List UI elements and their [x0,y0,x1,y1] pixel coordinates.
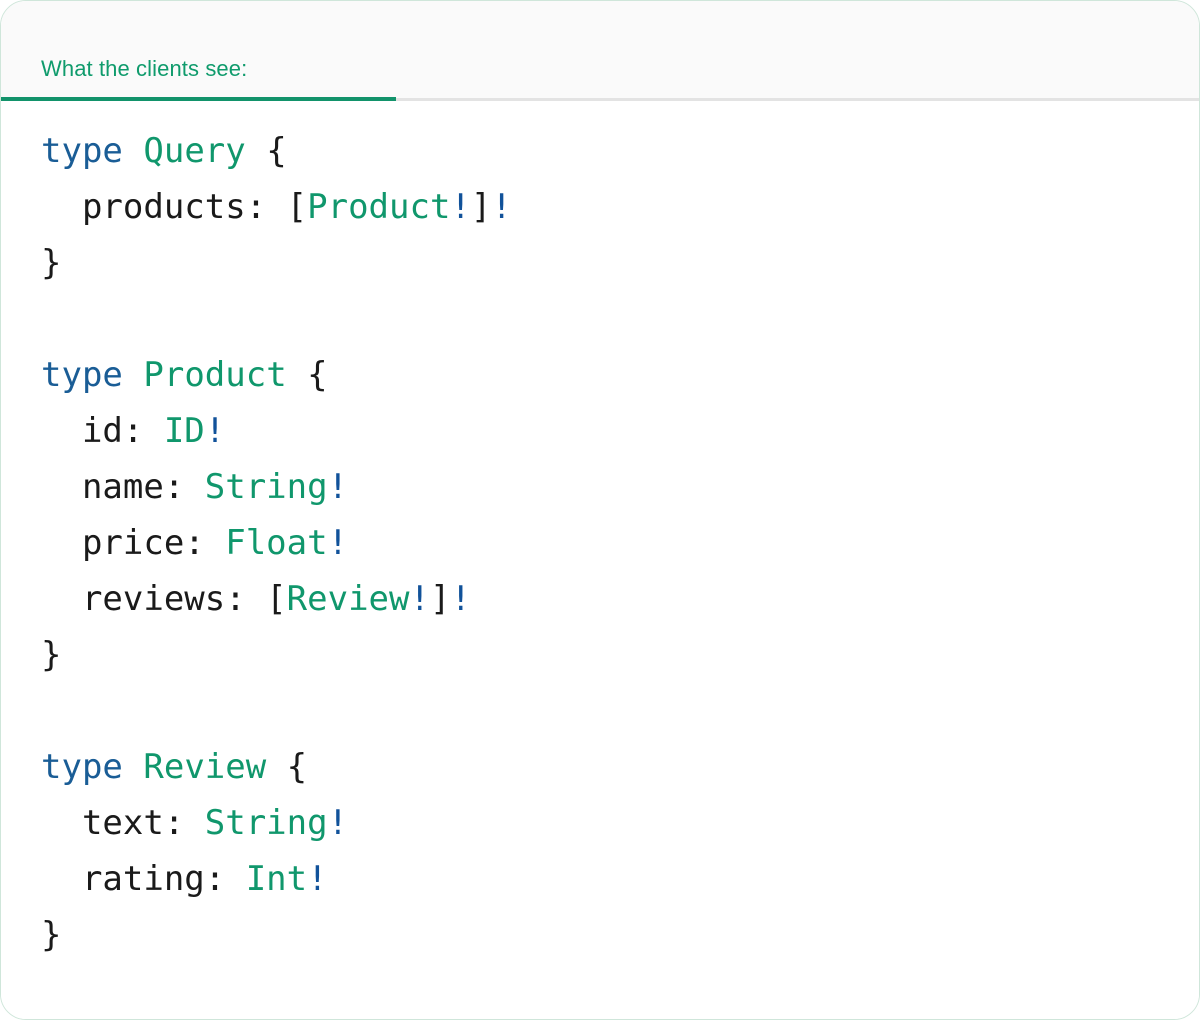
code-line: products: [Product!]! [41,179,1199,235]
tab-what-the-clients-see[interactable]: What the clients see: [1,1,396,101]
code-token-type: Int [245,859,308,899]
code-token-type: String [204,467,328,507]
code-token-type: ID [163,411,205,451]
code-token-type: Review [143,747,267,787]
code-token-bang: ! [450,579,471,619]
code-token-field: price: [41,523,226,563]
code-token-bang: ! [409,579,430,619]
code-line: price: Float! [41,515,1199,571]
code-token-bang: ! [307,859,328,899]
code-token-punc: ] [470,187,492,227]
code-token-punc [123,747,143,787]
code-line: } [41,627,1199,683]
code-token-field: reviews: [41,579,267,619]
code-token-type: Query [143,131,246,171]
code-line [41,683,1199,739]
tab-label: What the clients see: [41,56,248,81]
graphql-schema-code: type Query { products: [Product!]!} type… [1,123,1199,963]
code-line: } [41,235,1199,291]
code-token-punc [123,131,143,171]
code-token-punc: { [245,131,287,171]
code-token-punc: { [266,747,308,787]
code-token-punc: } [41,243,62,283]
code-line: type Product { [41,347,1199,403]
code-line [41,291,1199,347]
code-token-bang: ! [491,187,512,227]
code-token-kw: type [41,355,123,395]
code-line: name: String! [41,459,1199,515]
code-token-type: Product [307,187,451,227]
code-token-field: rating: [41,859,246,899]
code-token-field: id: [41,411,164,451]
code-token-punc [123,355,143,395]
code-token-punc: ] [429,579,451,619]
code-token-type: String [204,803,328,843]
code-line: reviews: [Review!]! [41,571,1199,627]
code-token-bang: ! [327,803,349,843]
code-line: } [41,907,1199,963]
code-panel[interactable]: type Query { products: [Product!]!} type… [1,101,1199,1019]
code-token-field: text: [41,803,205,843]
tab-bar: What the clients see: [1,1,1199,101]
code-line: type Review { [41,739,1199,795]
code-line: type Query { [41,123,1199,179]
code-token-punc: { [286,355,328,395]
code-token-type: Review [286,579,410,619]
code-token-field: name: [41,467,205,507]
code-token-bang: ! [327,467,349,507]
code-token-kw: type [41,747,123,787]
code-token-bang: ! [204,411,226,451]
code-line: id: ID! [41,403,1199,459]
code-token-punc: } [41,915,62,955]
code-token-type: Float [225,523,328,563]
code-token-punc: [ [266,579,287,619]
code-line: rating: Int! [41,851,1199,907]
code-token-field: products: [41,187,287,227]
code-token-kw: type [41,131,123,171]
code-token-type: Product [143,355,287,395]
code-token-punc: } [41,635,62,675]
code-token-punc: [ [286,187,308,227]
code-token-bang: ! [327,523,349,563]
code-token-bang: ! [450,187,471,227]
code-line: text: String! [41,795,1199,851]
